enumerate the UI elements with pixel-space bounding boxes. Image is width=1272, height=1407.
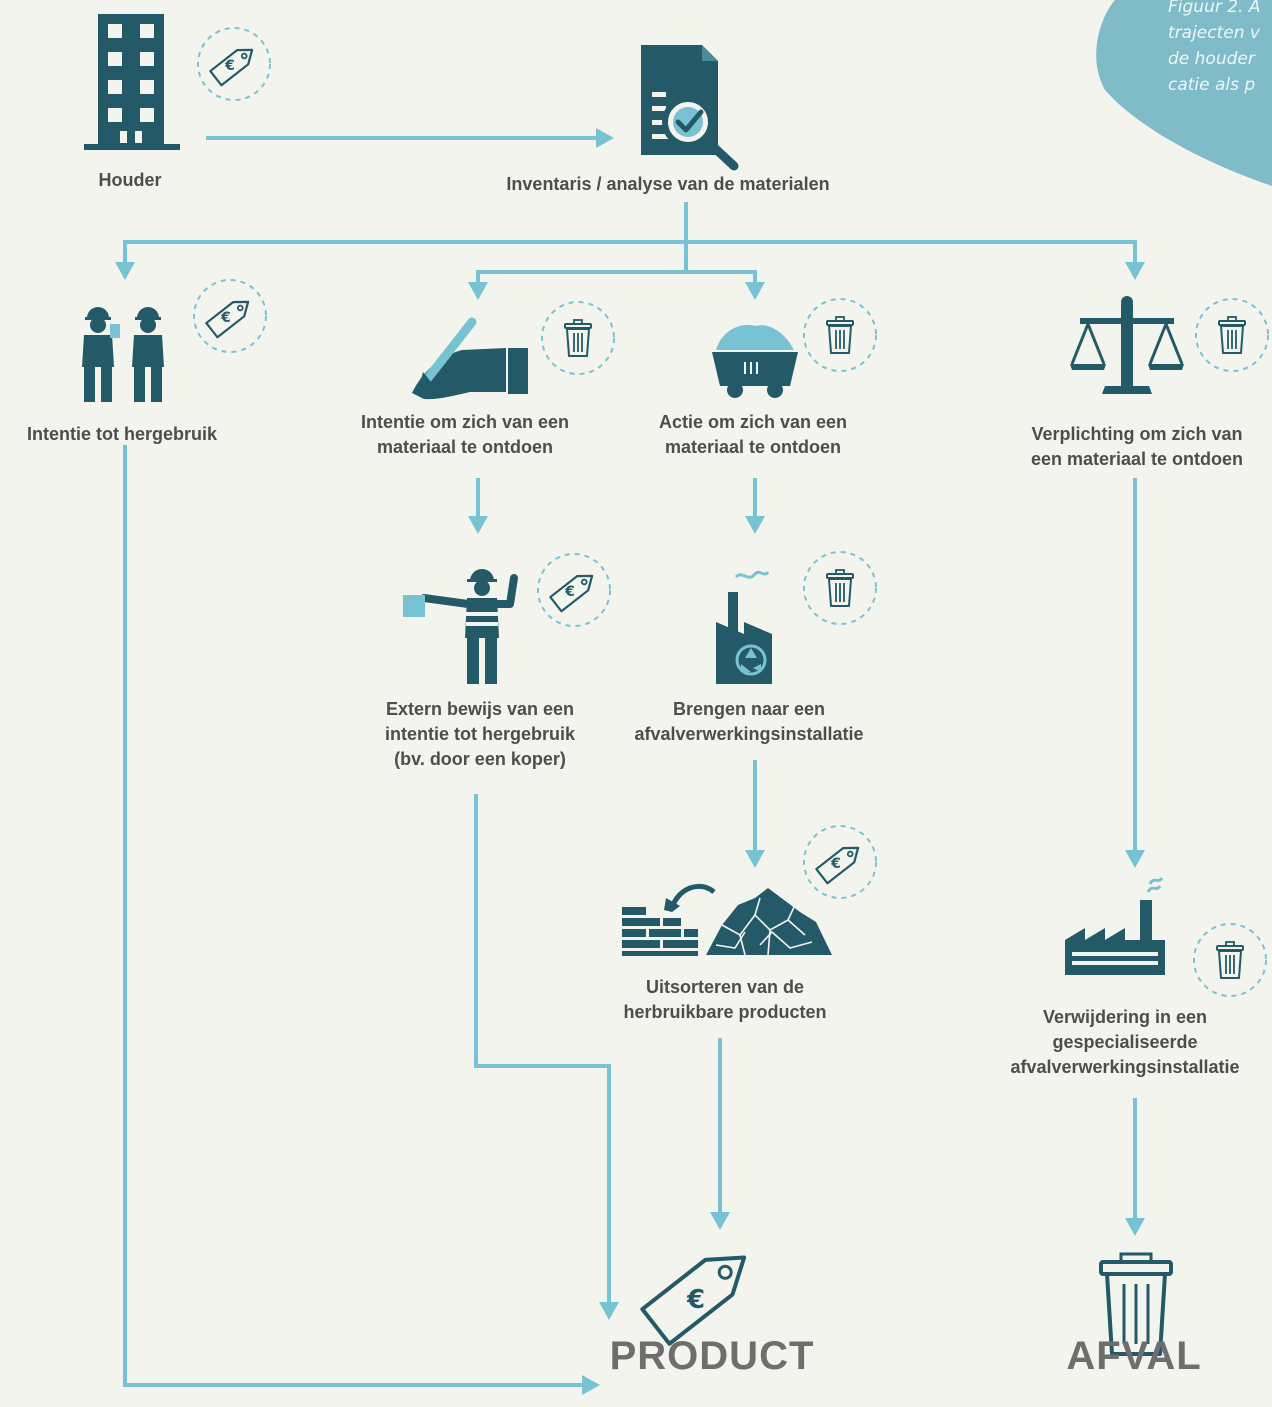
mine-cart-icon [712, 325, 798, 398]
trash-badge-icon [541, 301, 615, 375]
label-line: Verplichting om zich van [1031, 424, 1243, 444]
arrow-proof-product [599, 1302, 619, 1320]
arrow-to-proof [468, 516, 488, 534]
caption-blob [1096, 0, 1272, 186]
discard-action-label: Actie om zich van een materiaal te ontdo… [659, 410, 847, 460]
factory-icon [1065, 877, 1165, 975]
caption-line: catie als p [1168, 75, 1256, 95]
caption-line: Figuur 2. A [1168, 0, 1261, 17]
arrow-to-waste [1125, 1218, 1145, 1236]
trash-badge-icon [803, 298, 877, 372]
document-magnifier-icon [641, 45, 739, 171]
label-line: Uitsorteren van de [645, 977, 805, 997]
price-tag-badge-icon [196, 26, 272, 102]
price-tag-badge-icon [536, 552, 612, 628]
label-line: Brengen naar een [672, 699, 826, 719]
label-line: Extern bewijs van een [385, 699, 575, 719]
trash-badge-icon [1193, 923, 1267, 997]
label-line: (bv. door een koper) [394, 749, 566, 769]
arrow-to-discard-intent [468, 282, 488, 300]
arrow-to-obligation [1125, 262, 1145, 280]
price-tag-badge-icon [192, 278, 268, 354]
label-line: herbruikbare producten [623, 1002, 827, 1022]
external-proof-label: Extern bewijs van een intentie tot herge… [385, 697, 575, 772]
price-tag-icon [640, 1255, 747, 1346]
arrow-to-reuse [115, 262, 135, 280]
arrow-to-removal [1125, 850, 1145, 868]
label-line: afvalverwerkingsinstallatie [1010, 1057, 1240, 1077]
flagman-icon [403, 569, 518, 684]
arrow-to-plant [745, 516, 765, 534]
workers-icon [82, 307, 164, 402]
sort-out-label: Uitsorteren van de herbruikbare producte… [623, 975, 826, 1025]
removal-label: Verwijdering in een gespecialiseerde afv… [1010, 1005, 1239, 1080]
label-line: afvalverwerkingsinstallatie [634, 724, 864, 744]
figure-caption: Figuur 2. A trajecten v de houder catie … [1168, 0, 1272, 98]
discard-intent-label: Intentie om zich van een materiaal te on… [361, 410, 569, 460]
waste-outcome-label: AFVAL [1066, 1334, 1202, 1378]
building-icon [84, 14, 180, 150]
bricks-rubble-icon [622, 884, 832, 956]
product-outcome-label: PRODUCT [609, 1334, 815, 1378]
arrow-holder-inventory [596, 128, 614, 148]
label-line: gespecialiseerde [1052, 1032, 1198, 1052]
recycling-factory-icon [716, 570, 772, 684]
arrowheads [115, 128, 1145, 1395]
discard-obligation-label: Verplichting om zich van een materiaal t… [1031, 422, 1243, 472]
label-line: een materiaal te ontdoen [1030, 449, 1244, 469]
label-line: intentie tot hergebruik [384, 724, 576, 744]
scales-icon [1070, 296, 1184, 394]
inventory-label: Inventaris / analyse van de materialen [506, 174, 830, 194]
arrow-to-sort [745, 850, 765, 868]
euro-sign-icon: € [686, 1285, 705, 1315]
holder-label: Houder [98, 170, 162, 190]
price-tag-badge-icon [802, 824, 878, 900]
label-line: materiaal te ontdoen [376, 437, 554, 457]
arrow-sort-product [710, 1212, 730, 1230]
label-line: Intentie om zich van een [360, 412, 570, 432]
arrow-reuse-product [582, 1375, 600, 1395]
trash-bin-icon [1099, 1252, 1173, 1356]
caption-line: de houder [1168, 49, 1255, 69]
connectors [123, 136, 1137, 1387]
caption-line: trajecten v [1168, 23, 1260, 43]
trash-badge-icon [803, 551, 877, 625]
label-line: Actie om zich van een [658, 412, 848, 432]
hand-pen-icon [412, 317, 528, 400]
reuse-intent-label: Intentie tot hergebruik [26, 424, 218, 444]
label-line: Verwijdering in een [1042, 1007, 1208, 1027]
label-line: materiaal te ontdoen [664, 437, 842, 457]
trash-badge-icon [1195, 298, 1269, 372]
arrow-to-discard-action [745, 282, 765, 300]
bring-to-plant-label: Brengen naar een afvalverwerkingsinstall… [634, 697, 863, 747]
